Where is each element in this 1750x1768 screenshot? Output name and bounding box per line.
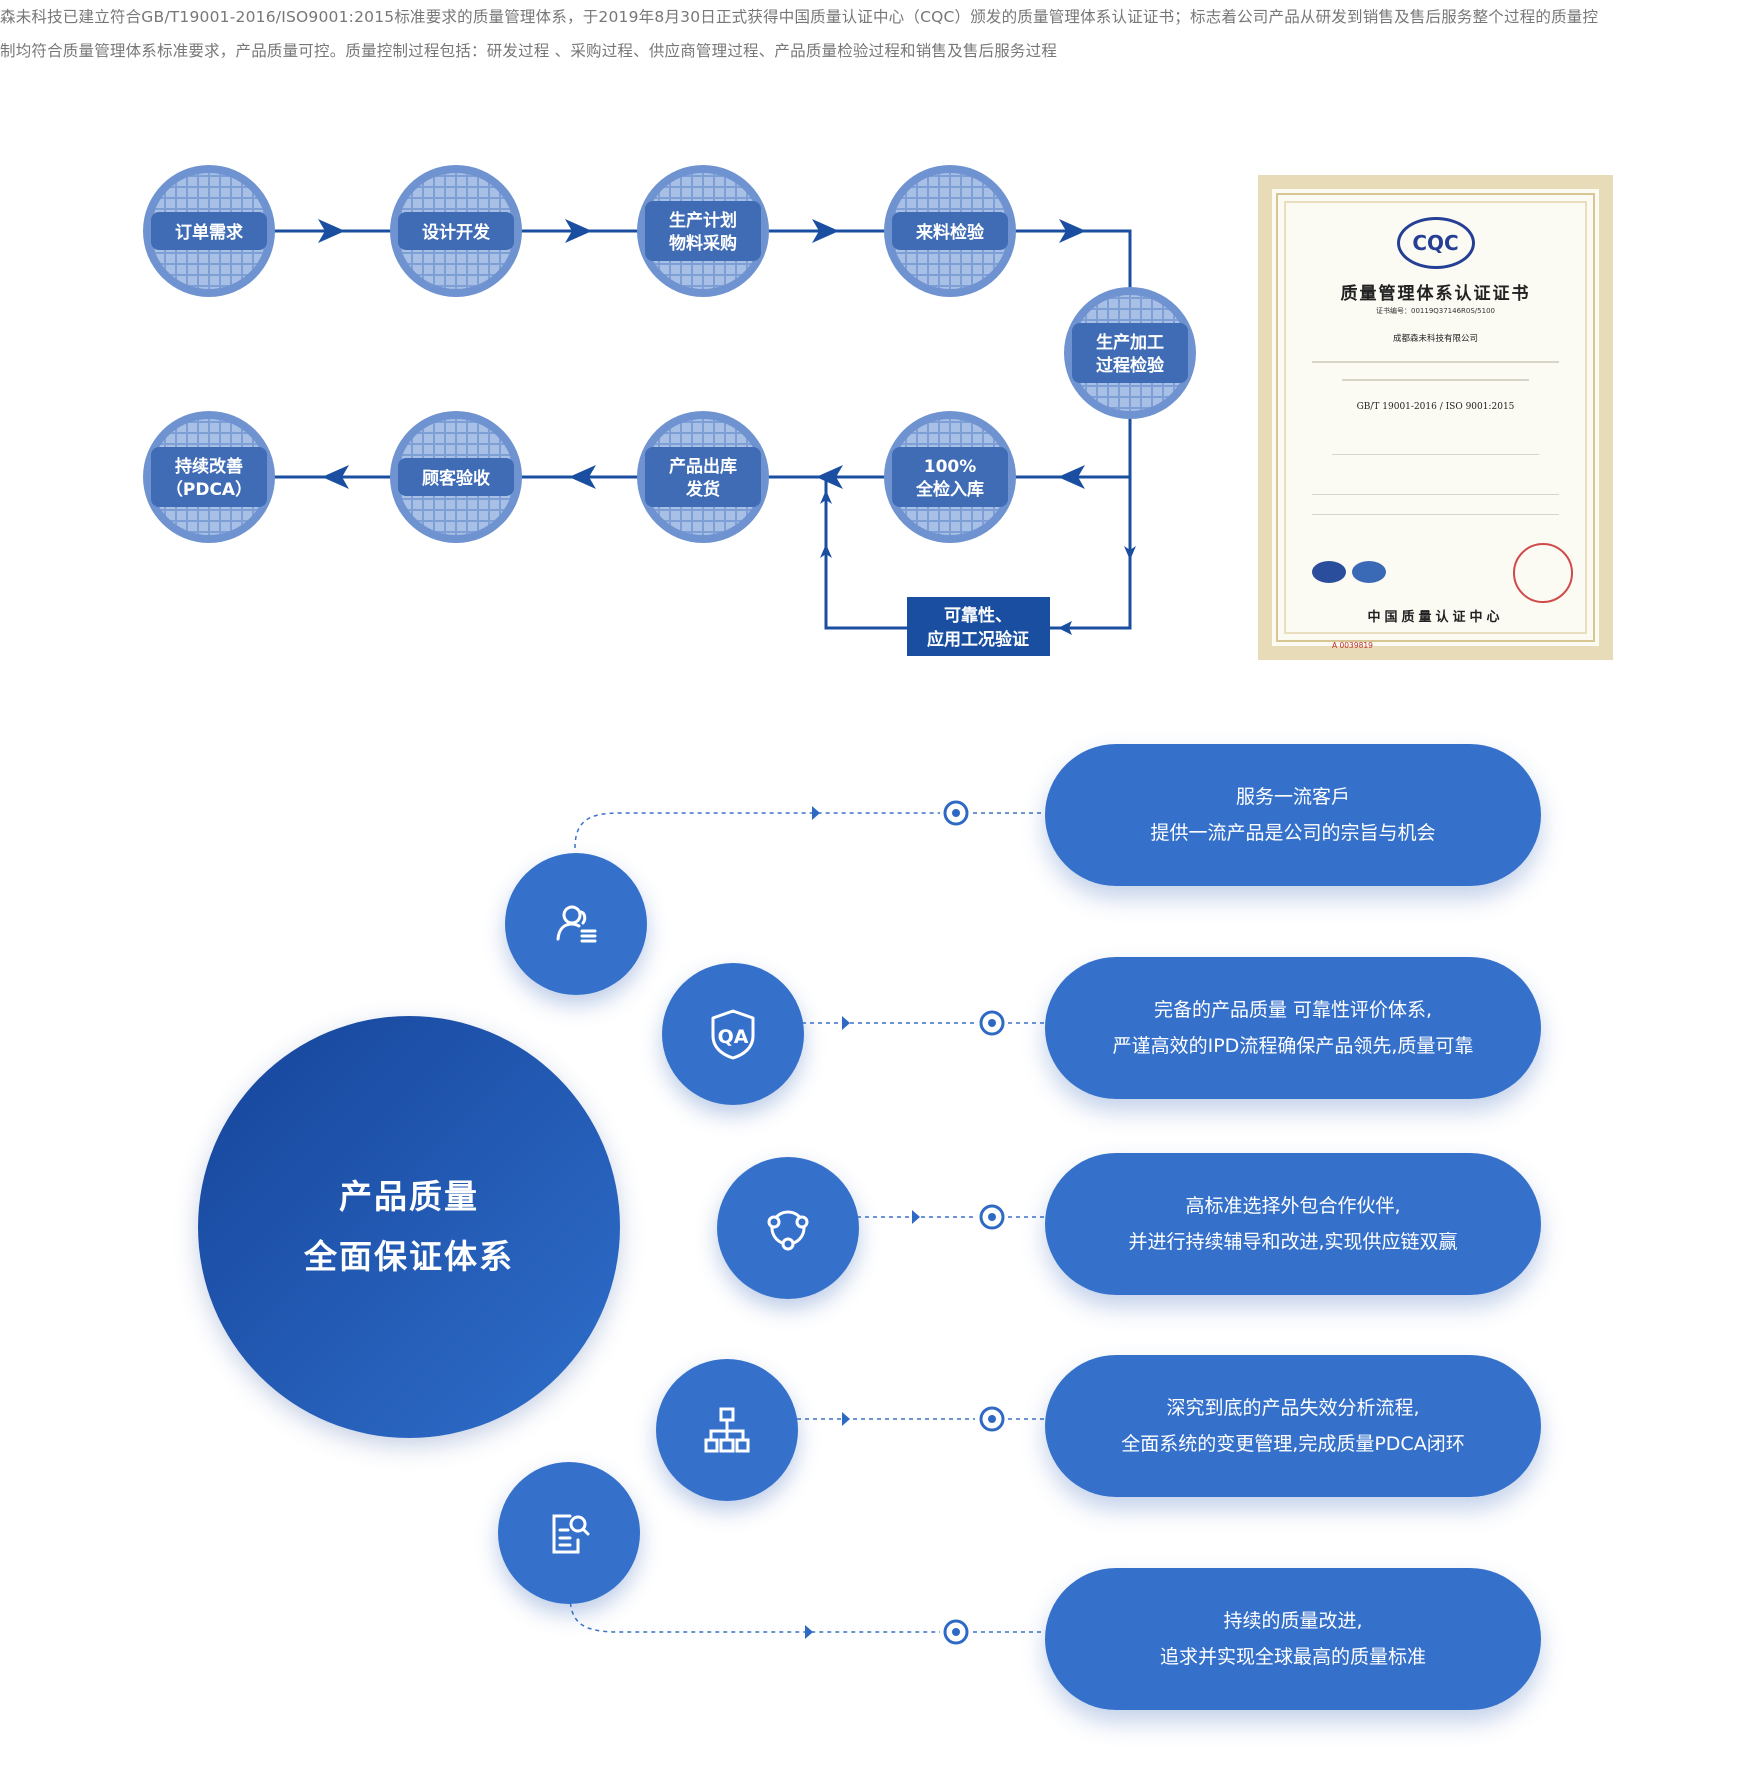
connector-arrow (842, 1412, 850, 1426)
intro-text: 森未科技已建立符合GB/T19001-2016/ISO9001:2015标准要求… (0, 0, 1750, 68)
quality-item-5: 持续的质量改进, 追求并实现全球最高的质量标准 (1045, 1568, 1541, 1710)
node-label: 物料采购 (669, 233, 737, 254)
node-label: （PDCA） (166, 479, 252, 500)
center-title-line-1: 产品质量 (339, 1177, 479, 1216)
cqc-logo: CQC (1396, 217, 1475, 269)
customer-icon (505, 853, 647, 995)
item-line-2: 并进行持续辅导和改进,实现供应链双赢 (1128, 1231, 1458, 1253)
intro-line-2: 制均符合质量管理体系标准要求，产品质量可控。质量控制过程包括：研发过程 、采购过… (0, 42, 1058, 60)
flow-node-incoming-inspection: 来料检验 (884, 165, 1016, 297)
cnas-badge-icon (1352, 561, 1386, 583)
flow-node-full-inspection: 100% 全检入库 (884, 411, 1016, 543)
center-title-line-2: 全面保证体系 (304, 1237, 514, 1276)
connector-node-dot (988, 1213, 996, 1221)
connector-node-dot (952, 809, 960, 817)
quality-item-2: 完备的产品质量 可靠性评价体系, 严谨高效的IPD流程确保产品领先,质量可靠 (1045, 957, 1541, 1099)
certificate-text-line (1312, 514, 1559, 515)
quality-system-center: 产品质量 全面保证体系 (198, 1016, 620, 1438)
connector-arrow (812, 806, 820, 820)
item-line-1: 完备的产品质量 可靠性评价体系, (1153, 999, 1433, 1021)
box-label: 可靠性、 (944, 605, 1012, 626)
certificate-border (1284, 201, 1587, 634)
certificate-title: 质量管理体系认证证书 (1340, 284, 1531, 304)
connector-arrow (805, 1625, 813, 1639)
quality-item-3: 高标准选择外包合作伙伴, 并进行持续辅导和改进,实现供应链双赢 (1045, 1153, 1541, 1295)
iaf-badge-icon (1312, 561, 1346, 583)
node-label: 顾客验收 (422, 468, 490, 489)
red-seal-icon (1513, 543, 1573, 603)
cqc-certificate: CQC 质量管理体系认证证书 证书编号：00119Q37146R0S/5100 … (1258, 175, 1613, 660)
connector-arrow (912, 1210, 920, 1224)
flow-node-production: 生产加工 过程检验 (1064, 287, 1196, 419)
connector-node-dot (952, 1628, 960, 1636)
flow-node-continuous-improvement: 持续改善 （PDCA） (143, 411, 275, 543)
connector-node-dot (988, 1415, 996, 1423)
box-label: 应用工况验证 (927, 629, 1029, 650)
item-line-2: 追求并实现全球最高的质量标准 (1159, 1646, 1426, 1668)
node-label: 生产加工 (1096, 332, 1164, 353)
node-label: 生产计划 (669, 210, 737, 231)
node-label: 产品出库 (669, 456, 737, 477)
certificate-serial: A 0039819 (1332, 641, 1373, 650)
partner-network-icon (717, 1157, 859, 1299)
certificate-text-line (1332, 454, 1539, 455)
connector-node-dot (988, 1019, 996, 1027)
hierarchy-icon (656, 1359, 798, 1501)
process-flow-diagram: 订单需求 设计开发 生产计划 物料采购 来料检验 生产加工 过程检验 100% … (143, 165, 1196, 656)
node-label: 来料检验 (915, 222, 985, 243)
certificate-issuer: 中国质量认证中心 (1367, 610, 1504, 625)
flow-node-shipping: 产品出库 发货 (637, 411, 769, 543)
flow-node-order-demand: 订单需求 (143, 165, 275, 297)
flow-node-planning: 生产计划 物料采购 (637, 165, 769, 297)
flow-box-reliability: 可靠性、 应用工况验证 (907, 597, 1050, 656)
quality-item-1: 服务一流客戶 提供一流产品是公司的宗旨与机会 (1045, 744, 1541, 886)
svg-text:QA: QA (718, 1026, 749, 1048)
node-label: 全检入库 (915, 479, 984, 500)
certificate-text-line (1312, 494, 1559, 495)
node-label: 发货 (685, 479, 720, 500)
item-line-1: 持续的质量改进, (1223, 1610, 1363, 1632)
flow-arrowheads (318, 219, 1136, 635)
flow-lines (273, 229, 1132, 630)
intro-line-1: 森未科技已建立符合GB/T19001-2016/ISO9001:2015标准要求… (0, 8, 1599, 26)
node-label: 设计开发 (422, 222, 491, 243)
qa-shield-icon: QA (662, 963, 804, 1105)
item-line-2: 全面系统的变更管理,完成质量PDCA闭环 (1121, 1433, 1465, 1455)
node-label: 订单需求 (175, 222, 243, 243)
quality-item-4: 深究到底的产品失效分析流程, 全面系统的变更管理,完成质量PDCA闭环 (1045, 1355, 1541, 1497)
certificate-number: 证书编号：00119Q37146R0S/5100 (1376, 307, 1495, 315)
certificate-company: 成都森未科技有限公司 (1392, 334, 1478, 344)
certificate-text-line (1342, 379, 1529, 381)
item-line-1: 深究到底的产品失效分析流程, (1166, 1397, 1420, 1419)
node-label: 100% (924, 457, 977, 477)
item-line-2: 严谨高效的IPD流程确保产品领先,质量可靠 (1112, 1035, 1474, 1057)
certificate-standard: GB/T 19001-2016 / ISO 9001:2015 (1356, 402, 1515, 412)
connector-arrow (842, 1016, 850, 1030)
certificate-text-line (1312, 361, 1559, 363)
item-line-2: 提供一流产品是公司的宗旨与机会 (1150, 822, 1436, 844)
item-line-1: 服务一流客戶 (1235, 786, 1350, 808)
document-search-icon (498, 1462, 640, 1604)
node-label: 持续改善 (175, 456, 243, 477)
item-line-1: 高标准选择外包合作伙伴, (1185, 1195, 1401, 1217)
flow-node-customer-acceptance: 顾客验收 (390, 411, 522, 543)
node-label: 过程检验 (1096, 355, 1165, 376)
flow-node-design: 设计开发 (390, 165, 522, 297)
